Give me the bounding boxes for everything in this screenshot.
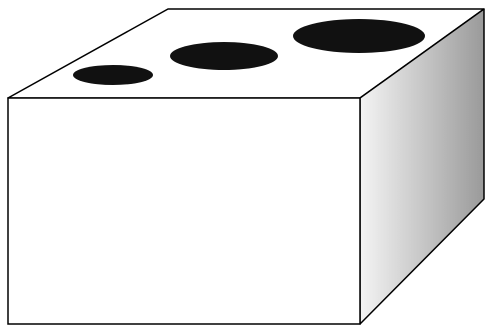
hole-small <box>73 65 153 85</box>
box-front-face <box>8 98 360 324</box>
hole-large <box>293 19 425 53</box>
hole-medium <box>170 42 278 70</box>
